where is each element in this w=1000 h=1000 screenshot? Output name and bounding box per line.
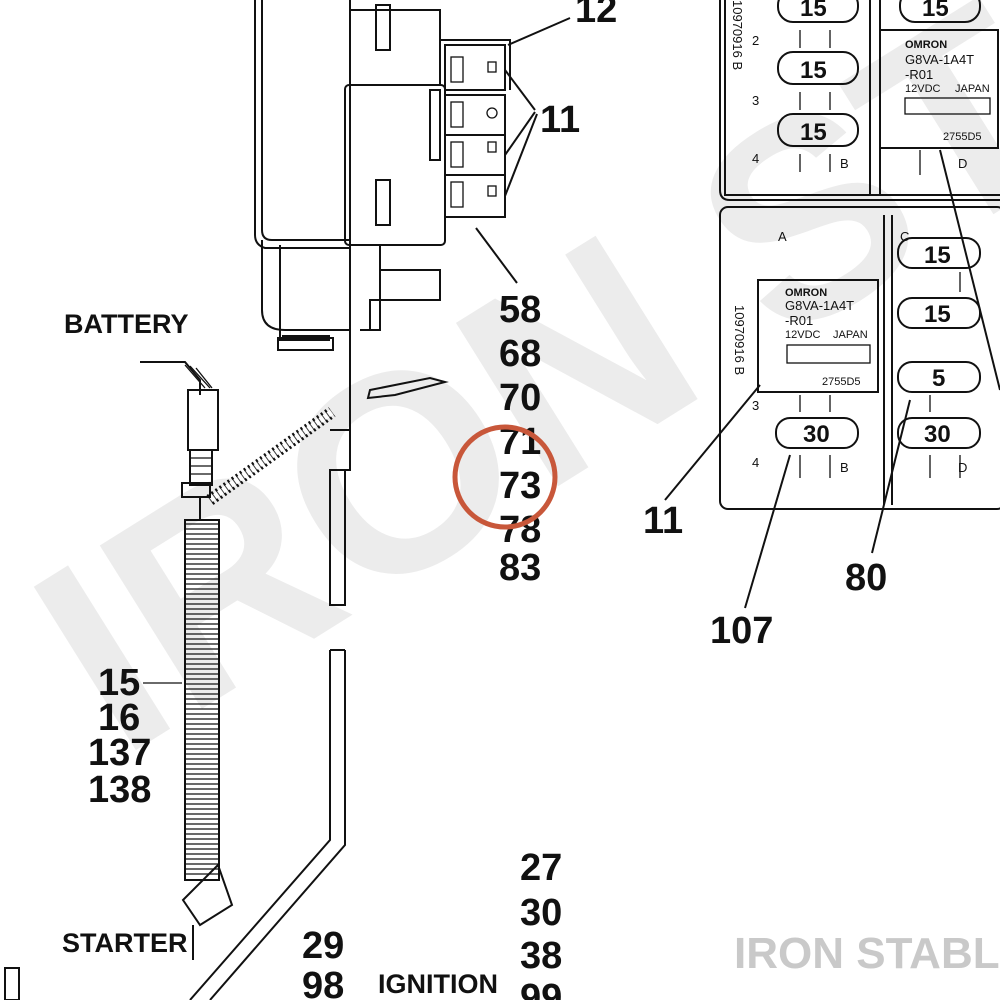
fuse: 15: [897, 297, 981, 329]
callout-30: 30: [520, 892, 562, 934]
column-letter: D: [958, 156, 967, 171]
svg-text:2755D5: 2755D5: [943, 131, 982, 143]
fuse: 15: [777, 51, 859, 85]
fitting: [4, 967, 20, 1000]
svg-text:30: 30: [803, 421, 830, 448]
fuse-box-top: 10970916 B 2 3 4 15 15 15 15 B D OMRON G…: [719, 0, 1000, 201]
part-number-bottom: 10970916 B: [732, 305, 747, 375]
row-number: 2: [752, 33, 759, 48]
svg-text:15: 15: [924, 301, 951, 328]
callout-12: 12: [575, 0, 617, 31]
corrugated-conduit: [181, 519, 234, 960]
svg-text:15: 15: [924, 242, 951, 269]
column-letter: D: [958, 460, 967, 475]
fuse-box-bottom: 10970916 B 3 4 A C B D 15 15 5 30 30: [719, 206, 1000, 510]
svg-text:12VDC: 12VDC: [905, 83, 941, 95]
component-labels: BATTERY STARTER IGNITION: [62, 309, 498, 999]
callout-27: 27: [520, 847, 562, 889]
relay-module: [206, 0, 511, 606]
svg-text:OMRON: OMRON: [905, 39, 947, 51]
starter-label: STARTER: [62, 928, 188, 958]
callout-11-right: 11: [643, 500, 683, 542]
brand-logo: IRON STABLE: [734, 929, 1000, 978]
column-letter: B: [840, 156, 849, 171]
callouts: 12 11 58 68 70 71 73 78 83 15 16 137 138…: [88, 0, 887, 1000]
svg-text:15: 15: [922, 0, 949, 22]
battery-cable: [140, 361, 219, 520]
column-letter: B: [840, 460, 849, 475]
callout-70: 70: [499, 377, 541, 419]
highlight-circle: [452, 424, 558, 530]
fuse: 15: [777, 0, 859, 23]
fuse: 15: [777, 113, 859, 147]
callout-58: 58: [499, 289, 541, 331]
column-letter: A: [778, 229, 787, 244]
svg-text:2755D5: 2755D5: [822, 376, 861, 388]
relay-bottom: OMRON G8VA-1A4T -R01 12VDC JAPAN 2755D5: [757, 279, 879, 393]
svg-text:G8VA-1A4T: G8VA-1A4T: [785, 298, 854, 313]
ignition-label: IGNITION: [378, 969, 498, 999]
column-letter: C: [900, 229, 909, 244]
callout-15: 15: [98, 662, 140, 704]
fuse: 5: [897, 361, 981, 393]
svg-text:15: 15: [800, 0, 827, 22]
callout-11-top: 11: [540, 99, 580, 141]
callout-83: 83: [499, 547, 541, 589]
svg-text:JAPAN: JAPAN: [833, 329, 868, 341]
svg-text:15: 15: [800, 57, 827, 84]
fuse: 15: [897, 237, 981, 269]
callout-80: 80: [845, 557, 887, 599]
callout-138: 138: [88, 769, 151, 811]
fuse: 30: [775, 417, 859, 449]
callout-98: 98: [302, 965, 344, 1000]
harness-bundle: [206, 407, 336, 505]
callout-16: 16: [98, 697, 140, 739]
svg-text:5: 5: [932, 365, 945, 392]
row-number: 3: [752, 93, 759, 108]
callout-38: 38: [520, 935, 562, 977]
callout-73: 73: [499, 465, 541, 507]
fuse: 15: [899, 0, 981, 23]
svg-text:12VDC: 12VDC: [785, 329, 821, 341]
callout-68: 68: [499, 333, 541, 375]
svg-text:JAPAN: JAPAN: [955, 83, 990, 95]
row-number: 4: [752, 455, 759, 470]
row-number: 4: [752, 151, 759, 166]
svg-text:30: 30: [924, 421, 951, 448]
fuse: 30: [897, 417, 981, 449]
battery-label: BATTERY: [64, 309, 189, 339]
ignition-tube: [189, 649, 346, 1000]
callout-107: 107: [710, 610, 773, 652]
svg-text:15: 15: [800, 119, 827, 146]
part-number-top: 10970916 B: [730, 0, 745, 70]
svg-text:-R01: -R01: [785, 313, 813, 328]
svg-text:-R01: -R01: [905, 67, 933, 82]
callout-29: 29: [302, 925, 344, 967]
row-number: 3: [752, 398, 759, 413]
callout-99: 99: [520, 977, 562, 1000]
svg-text:OMRON: OMRON: [785, 287, 827, 299]
svg-text:G8VA-1A4T: G8VA-1A4T: [905, 52, 974, 67]
relay-sockets: [440, 39, 511, 218]
callout-137: 137: [88, 732, 151, 774]
relay-top: OMRON G8VA-1A4T -R01 12VDC JAPAN 2755D5: [879, 29, 999, 149]
